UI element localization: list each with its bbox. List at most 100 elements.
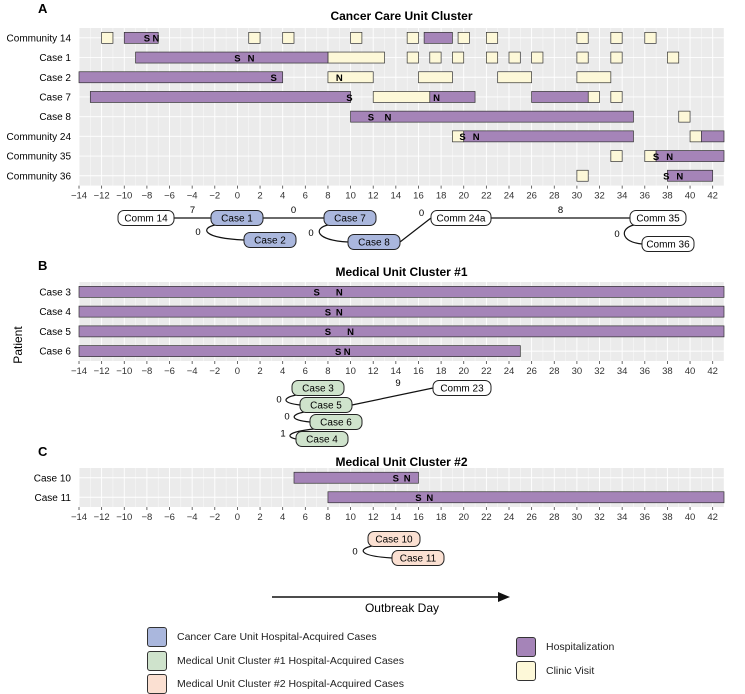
legend-mu2: Medical Unit Cluster #2 Hospital-Acquire…	[147, 674, 404, 694]
x-tick-label: 10	[345, 191, 356, 202]
clinic-bar	[406, 31, 419, 44]
x-tick-label: 24	[504, 366, 515, 377]
x-tick-label: 32	[594, 191, 605, 202]
network-node-label: Comm 24a	[437, 214, 486, 225]
symptom-onset-marker: S	[144, 34, 150, 45]
panel-title: Medical Unit Cluster #1	[335, 265, 467, 279]
legend-hospitalization: Hospitalization	[516, 637, 614, 657]
symptom-onset-marker: S	[393, 474, 399, 485]
x-tick-label: 30	[572, 366, 583, 377]
network-node-label: Comm 36	[646, 240, 690, 251]
row-label: Community 36	[7, 171, 72, 182]
hospitalization-bar	[78, 71, 284, 84]
network-edge-label: 0	[308, 228, 313, 239]
x-tick-label: 16	[413, 512, 424, 523]
network-node	[347, 234, 401, 250]
network-edge-label: 7	[190, 205, 195, 216]
hospitalization-bar	[655, 150, 725, 162]
x-tick-label: 36	[640, 512, 651, 523]
row-label: Case 11	[34, 493, 71, 504]
row-label: Case 7	[39, 92, 71, 103]
nasal-swab-marker: N	[336, 288, 343, 299]
x-tick-label: 40	[685, 512, 696, 523]
network-node-label: Case 8	[358, 238, 390, 249]
panel-title: Medical Unit Cluster #2	[335, 455, 467, 469]
row-label: Case 1	[39, 53, 71, 64]
legend-clinic-label: Clinic Visit	[546, 665, 595, 677]
network-node	[309, 414, 363, 430]
x-tick-label: −12	[94, 512, 110, 523]
legend-mu2-swatch	[147, 674, 167, 694]
x-tick-label: 8	[325, 366, 330, 377]
x-tick-label: 36	[640, 191, 651, 202]
network-node	[391, 550, 445, 566]
clinic-bar	[610, 51, 623, 64]
x-tick-label: −10	[116, 191, 132, 202]
x-tick-label: 28	[549, 191, 560, 202]
x-tick-label: 16	[413, 366, 424, 377]
x-tick-label: 28	[549, 366, 560, 377]
x-tick-label: 14	[391, 512, 402, 523]
network-node-label: Case 4	[306, 435, 338, 446]
x-tick-label: 2	[257, 366, 262, 377]
network-node-label: Case 6	[320, 418, 352, 429]
clinic-bar	[508, 51, 521, 64]
nasal-swab-marker: N	[248, 53, 255, 64]
symptom-onset-marker: S	[270, 73, 276, 84]
hospitalization-bar	[701, 130, 725, 143]
network-node-label: Case 1	[221, 214, 253, 225]
x-tick-label: 14	[391, 366, 402, 377]
x-tick-label: −14	[71, 191, 87, 202]
row-label: Community 35	[7, 152, 72, 163]
network-node	[641, 236, 695, 252]
panel-letter: B	[38, 258, 47, 273]
clinic-bar	[327, 71, 374, 84]
network-edge-label: 0	[352, 547, 357, 558]
x-tick-label: 42	[707, 366, 718, 377]
symptom-onset-marker: S	[368, 112, 374, 123]
network-node	[629, 210, 687, 226]
network-edge-label: 1	[280, 429, 285, 440]
network-edge-label: 0	[276, 395, 281, 406]
network-edge-label: 0	[284, 412, 289, 423]
symptom-onset-marker: S	[415, 493, 421, 504]
symptom-onset-marker: S	[459, 132, 465, 143]
network-node	[117, 210, 175, 226]
network-node-label: Comm 23	[440, 384, 484, 395]
nasal-swab-marker: N	[336, 73, 343, 84]
plot-background	[79, 28, 724, 186]
x-tick-label: 20	[458, 512, 469, 523]
nasal-swab-marker: N	[347, 327, 354, 338]
x-tick-label: −4	[187, 191, 198, 202]
network-edge	[289, 428, 315, 440]
hospitalization-bar	[463, 130, 634, 143]
legend-hospitalization-label: Hospitalization	[546, 641, 615, 653]
x-tick-label: 30	[572, 512, 583, 523]
network-node	[430, 210, 492, 226]
network-edge-label: 0	[419, 208, 424, 219]
x-tick-label: −2	[209, 191, 220, 202]
x-tick-label: −6	[164, 366, 175, 377]
symptom-onset-marker: S	[335, 347, 341, 358]
x-tick-label: 2	[257, 512, 262, 523]
clinic-bar	[327, 51, 385, 64]
x-tick-label: 18	[436, 366, 447, 377]
network-edge	[293, 411, 311, 423]
hospitalization-bar	[78, 345, 521, 357]
symptom-onset-marker: S	[313, 288, 319, 299]
hospitalization-bar	[135, 51, 329, 64]
x-tick-label: 4	[280, 366, 285, 377]
clinic-bar	[576, 31, 589, 44]
outbreak-day-arrow	[272, 592, 510, 602]
network-node	[432, 380, 492, 396]
x-tick-label: 8	[325, 191, 330, 202]
nasal-swab-marker: N	[433, 93, 440, 104]
clinic-bar	[576, 51, 589, 64]
x-tick-label: 8	[325, 512, 330, 523]
hospitalization-bar	[667, 169, 714, 182]
network-node	[243, 232, 297, 248]
hospitalization-bar	[531, 91, 589, 103]
